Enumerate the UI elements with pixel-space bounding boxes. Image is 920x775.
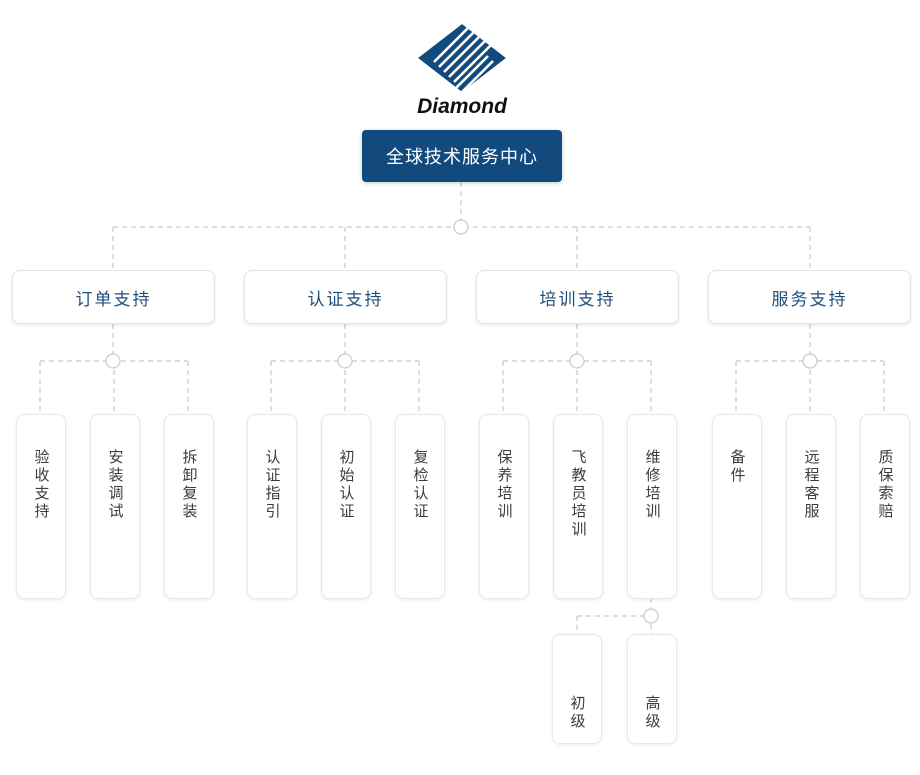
node-root-label: 全球技术服务中心: [386, 147, 538, 167]
node-branch-service-support[interactable]: 服务支持: [708, 270, 911, 324]
node-leaf-warranty-claim[interactable]: 质保索赔: [860, 414, 910, 599]
connector-node-g3: [569, 353, 585, 369]
node-leaf-disassembly-reassembly[interactable]: 拆卸复装: [164, 414, 214, 599]
connector-node-g2: [337, 353, 353, 369]
node-leaf-initial-certification[interactable]: 初始认证: [321, 414, 371, 599]
node-leaf-label: 保养培训: [495, 449, 513, 521]
node-leaf-label: 远程客服: [802, 449, 820, 521]
node-branch-label: 培训支持: [539, 289, 616, 309]
node-branch-order-support[interactable]: 订单支持: [12, 270, 215, 324]
node-root[interactable]: 全球技术服务中心: [362, 130, 562, 182]
node-leaf-label: 飞教员培训: [569, 449, 587, 539]
node-leaf-installation-commissioning[interactable]: 安装调试: [90, 414, 140, 599]
node-leaf-acceptance-support[interactable]: 验收支持: [16, 414, 66, 599]
node-leaf-maintenance-training[interactable]: 保养培训: [479, 414, 529, 599]
node-branch-label: 认证支持: [307, 289, 384, 309]
node-leaf-label: 复检认证: [411, 449, 429, 521]
node-leaf-recheck-certification[interactable]: 复检认证: [395, 414, 445, 599]
node-leaf-label: 备件: [728, 449, 746, 485]
node-leaf-certification-guidance[interactable]: 认证指引: [247, 414, 297, 599]
node-leaf-repair-training-basic[interactable]: 初级: [552, 634, 602, 744]
node-leaf-repair-training[interactable]: 维修培训: [627, 414, 677, 599]
node-leaf-spare-parts[interactable]: 备件: [712, 414, 762, 599]
node-leaf-label: 初始认证: [337, 449, 355, 521]
node-branch-certification-support[interactable]: 认证支持: [244, 270, 447, 324]
node-branch-label: 服务支持: [771, 289, 848, 309]
node-leaf-flight-instructor-training[interactable]: 飞教员培训: [553, 414, 603, 599]
node-leaf-remote-customer-service[interactable]: 远程客服: [786, 414, 836, 599]
node-branch-training-support[interactable]: 培训支持: [476, 270, 679, 324]
node-leaf-label: 质保索赔: [876, 449, 894, 521]
node-leaf-label: 高级: [643, 695, 661, 731]
connector-node-g4: [802, 353, 818, 369]
node-leaf-label: 安装调试: [106, 449, 124, 521]
node-leaf-label: 维修培训: [643, 449, 661, 521]
connector-node-root: [453, 219, 469, 235]
node-leaf-label: 拆卸复装: [180, 449, 198, 521]
node-leaf-repair-training-advanced[interactable]: 高级: [627, 634, 677, 744]
node-branch-label: 订单支持: [75, 289, 152, 309]
diamond-logo-icon: [418, 24, 506, 92]
brand-block: Diamond: [398, 22, 526, 119]
connector-node-sub: [643, 608, 659, 624]
node-leaf-label: 验收支持: [32, 449, 50, 521]
brand-wordmark: Diamond: [417, 95, 507, 118]
connector-node-g1: [105, 353, 121, 369]
node-leaf-label: 初级: [568, 695, 586, 731]
node-leaf-label: 认证指引: [263, 449, 281, 521]
